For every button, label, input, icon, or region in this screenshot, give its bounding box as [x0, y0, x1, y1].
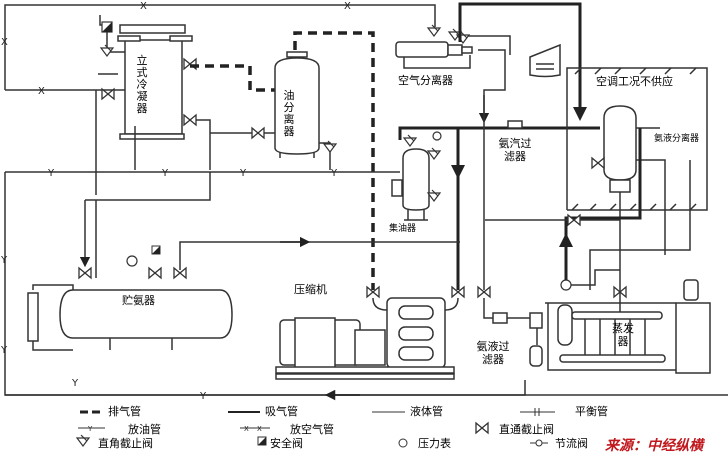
svg-text:Y: Y: [47, 168, 55, 179]
ammonia-liquid-separator-label: 氨液分离器: [654, 134, 700, 144]
oil-collector: [391, 126, 600, 221]
compressor: [275, 286, 491, 380]
ac-condition-box: [566, 67, 708, 211]
ammonia-liquid-separator: [589, 105, 691, 315]
x-marker: X: [38, 86, 45, 97]
oil-collector-label: 集油器: [389, 224, 417, 234]
source-watermark: 来源：中经纵横: [605, 438, 703, 454]
legend-throttle-valve: 节流阀: [555, 437, 588, 450]
pressure-gauge-icon: [432, 131, 442, 141]
evaporator: [483, 128, 711, 374]
legend-suction-pipe: 吸气管: [265, 405, 298, 418]
legend-oil-drain-pipe: 放油管: [128, 423, 161, 436]
compressor-label: 压缩机: [294, 283, 327, 296]
svg-text:X: X: [244, 425, 249, 433]
svg-text:Y: Y: [239, 168, 247, 179]
svg-text:Y: Y: [0, 345, 8, 356]
svg-text:Y: Y: [330, 168, 338, 179]
legend-air-vent-pipe: 放空气管: [290, 423, 334, 436]
legend-symbols: Y X X: [76, 408, 555, 448]
x-marker: X: [344, 1, 351, 12]
discharge-line: [293, 31, 375, 290]
legend-discharge-pipe: 排气管: [108, 405, 141, 418]
svg-text:Y: Y: [87, 425, 93, 433]
legend-straight-stop-valve: 直通截止阀: [499, 423, 554, 436]
ammonia-liquid-filter-label: 氨液过滤器: [476, 340, 510, 366]
legend-pressure-gauge: 压力表: [418, 437, 451, 450]
svg-text:Y: Y: [161, 168, 169, 179]
air-separator: [395, 2, 587, 124]
legend-liquid-pipe: 液体管: [410, 405, 443, 418]
legend-safety-valve: 安全阀: [270, 437, 303, 450]
air-separator-label: 空气分离器: [398, 74, 453, 87]
air-sep-angle-valve: [427, 24, 441, 37]
evaporator-label: 蒸发器: [612, 322, 634, 348]
svg-text:Y: Y: [0, 255, 8, 266]
vertical-condenser-label: 立式冷凝器: [136, 54, 148, 115]
ac-condition-note: 空调工况不供应: [596, 75, 673, 88]
oil-separator: [210, 51, 337, 170]
receiver-label: 贮氨器: [122, 294, 155, 307]
ammonia-gas-filter-label: 氨汽过滤器: [498, 137, 532, 163]
ammonia-gas-filter: [507, 120, 523, 129]
discharge-line: [190, 64, 275, 92]
receiver: [27, 236, 460, 351]
svg-text:Y: Y: [71, 378, 79, 389]
legend-angle-stop-valve: 直角截止阀: [98, 437, 153, 450]
x-marker: X: [1, 37, 8, 48]
svg-text:X: X: [257, 425, 262, 433]
svg-text:Y: Y: [199, 391, 207, 402]
oil-drain-lines: Y Y Y Y Y Y Y Y: [0, 168, 728, 402]
oil-separator-label: 油分离器: [283, 89, 295, 138]
legend-balance-pipe: 平衡管: [575, 405, 608, 418]
x-marker: X: [140, 1, 147, 12]
vertical-condenser: [95, 15, 211, 195]
